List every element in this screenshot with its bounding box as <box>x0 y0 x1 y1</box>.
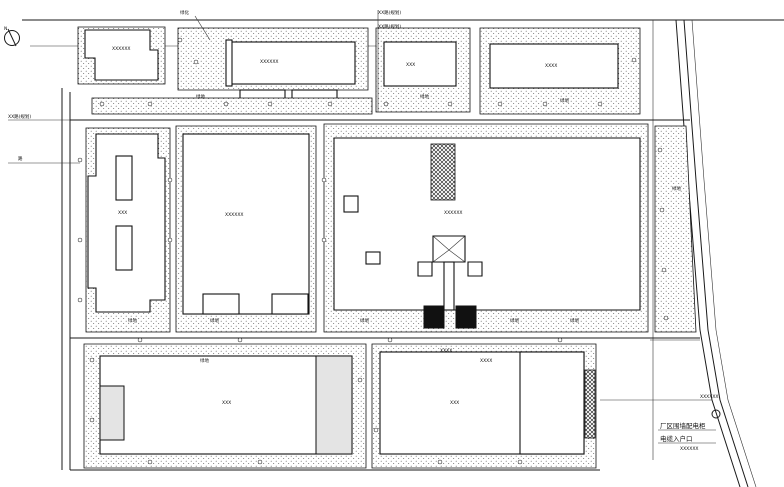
green-label-a: 绿地 <box>196 93 205 100</box>
cable-entry-label: 电缆入户口 <box>660 434 693 443</box>
mid-block-label: XXXXXX <box>225 212 244 218</box>
east-green-label: 绿地 <box>672 185 681 192</box>
power-cabinet-callout: 厂区围墙配电柜 电缆入户口 <box>658 409 721 444</box>
north-building-a-label: XXXXXX <box>260 59 279 65</box>
north-left-plot: XXXXXX <box>77 26 166 85</box>
east-note-1: XXXXXX <box>700 394 719 400</box>
north-tag-3: XX路(规划) <box>378 23 401 30</box>
east-green-strip <box>654 125 697 333</box>
south-left-building-label: XXX <box>222 400 231 406</box>
road-mid-label: XXXX <box>440 348 452 354</box>
west-road-name-label: XX路(规划) <box>8 113 31 120</box>
dark-bay-right <box>455 305 477 329</box>
east-note-2: XXXXXX <box>680 446 699 452</box>
north-building-c-label: XXXX <box>545 63 557 69</box>
north-building-a: XXXXXX <box>225 39 356 87</box>
green-label-i: 绿地 <box>200 357 209 364</box>
north-strip-green <box>91 97 373 115</box>
north-arrow-icon: N <box>4 26 20 47</box>
green-label-e: 绿地 <box>210 317 219 324</box>
main-block-building: XXXXXX <box>333 137 641 329</box>
hatched-feature <box>430 143 456 201</box>
green-label-g: 绿地 <box>510 317 519 324</box>
west-road-label: 路 <box>18 155 23 162</box>
green-label-b: 绿地 <box>420 93 429 100</box>
north-left-building-label: XXXXXX <box>112 46 131 52</box>
green-label-c: 绿地 <box>560 97 569 104</box>
south-right-building-label: XXX <box>450 400 459 406</box>
power-cabinet-label: 厂区围墙配电柜 <box>660 421 706 430</box>
road-mid2-label: XXXX <box>480 358 492 364</box>
mid-block-building: XXXXXX <box>182 133 310 315</box>
tree-symbols <box>77 37 669 465</box>
green-label-d: 绿地 <box>128 317 137 324</box>
left-slab-label: XXX <box>118 210 127 216</box>
north-arrow-label: N <box>4 26 7 32</box>
main-block-label: XXXXXX <box>444 210 463 216</box>
north-building-c: XXXX <box>489 43 619 89</box>
green-label-h: 绿地 <box>570 317 579 324</box>
west-road-lines: XX路(规划) 路 <box>8 88 90 470</box>
north-building-b: XXX <box>383 41 457 87</box>
north-building-b-label: XXX <box>406 62 415 68</box>
north-tag-2: XX路(规划) <box>378 9 401 16</box>
north-tag-1: 绿化 <box>180 9 189 16</box>
south-right-building: XXX <box>379 351 596 455</box>
green-label-f: 绿地 <box>360 317 369 324</box>
left-slab-building: XXX <box>87 133 166 313</box>
dark-bay-left <box>423 305 445 329</box>
south-left-building: XXX <box>99 355 353 455</box>
